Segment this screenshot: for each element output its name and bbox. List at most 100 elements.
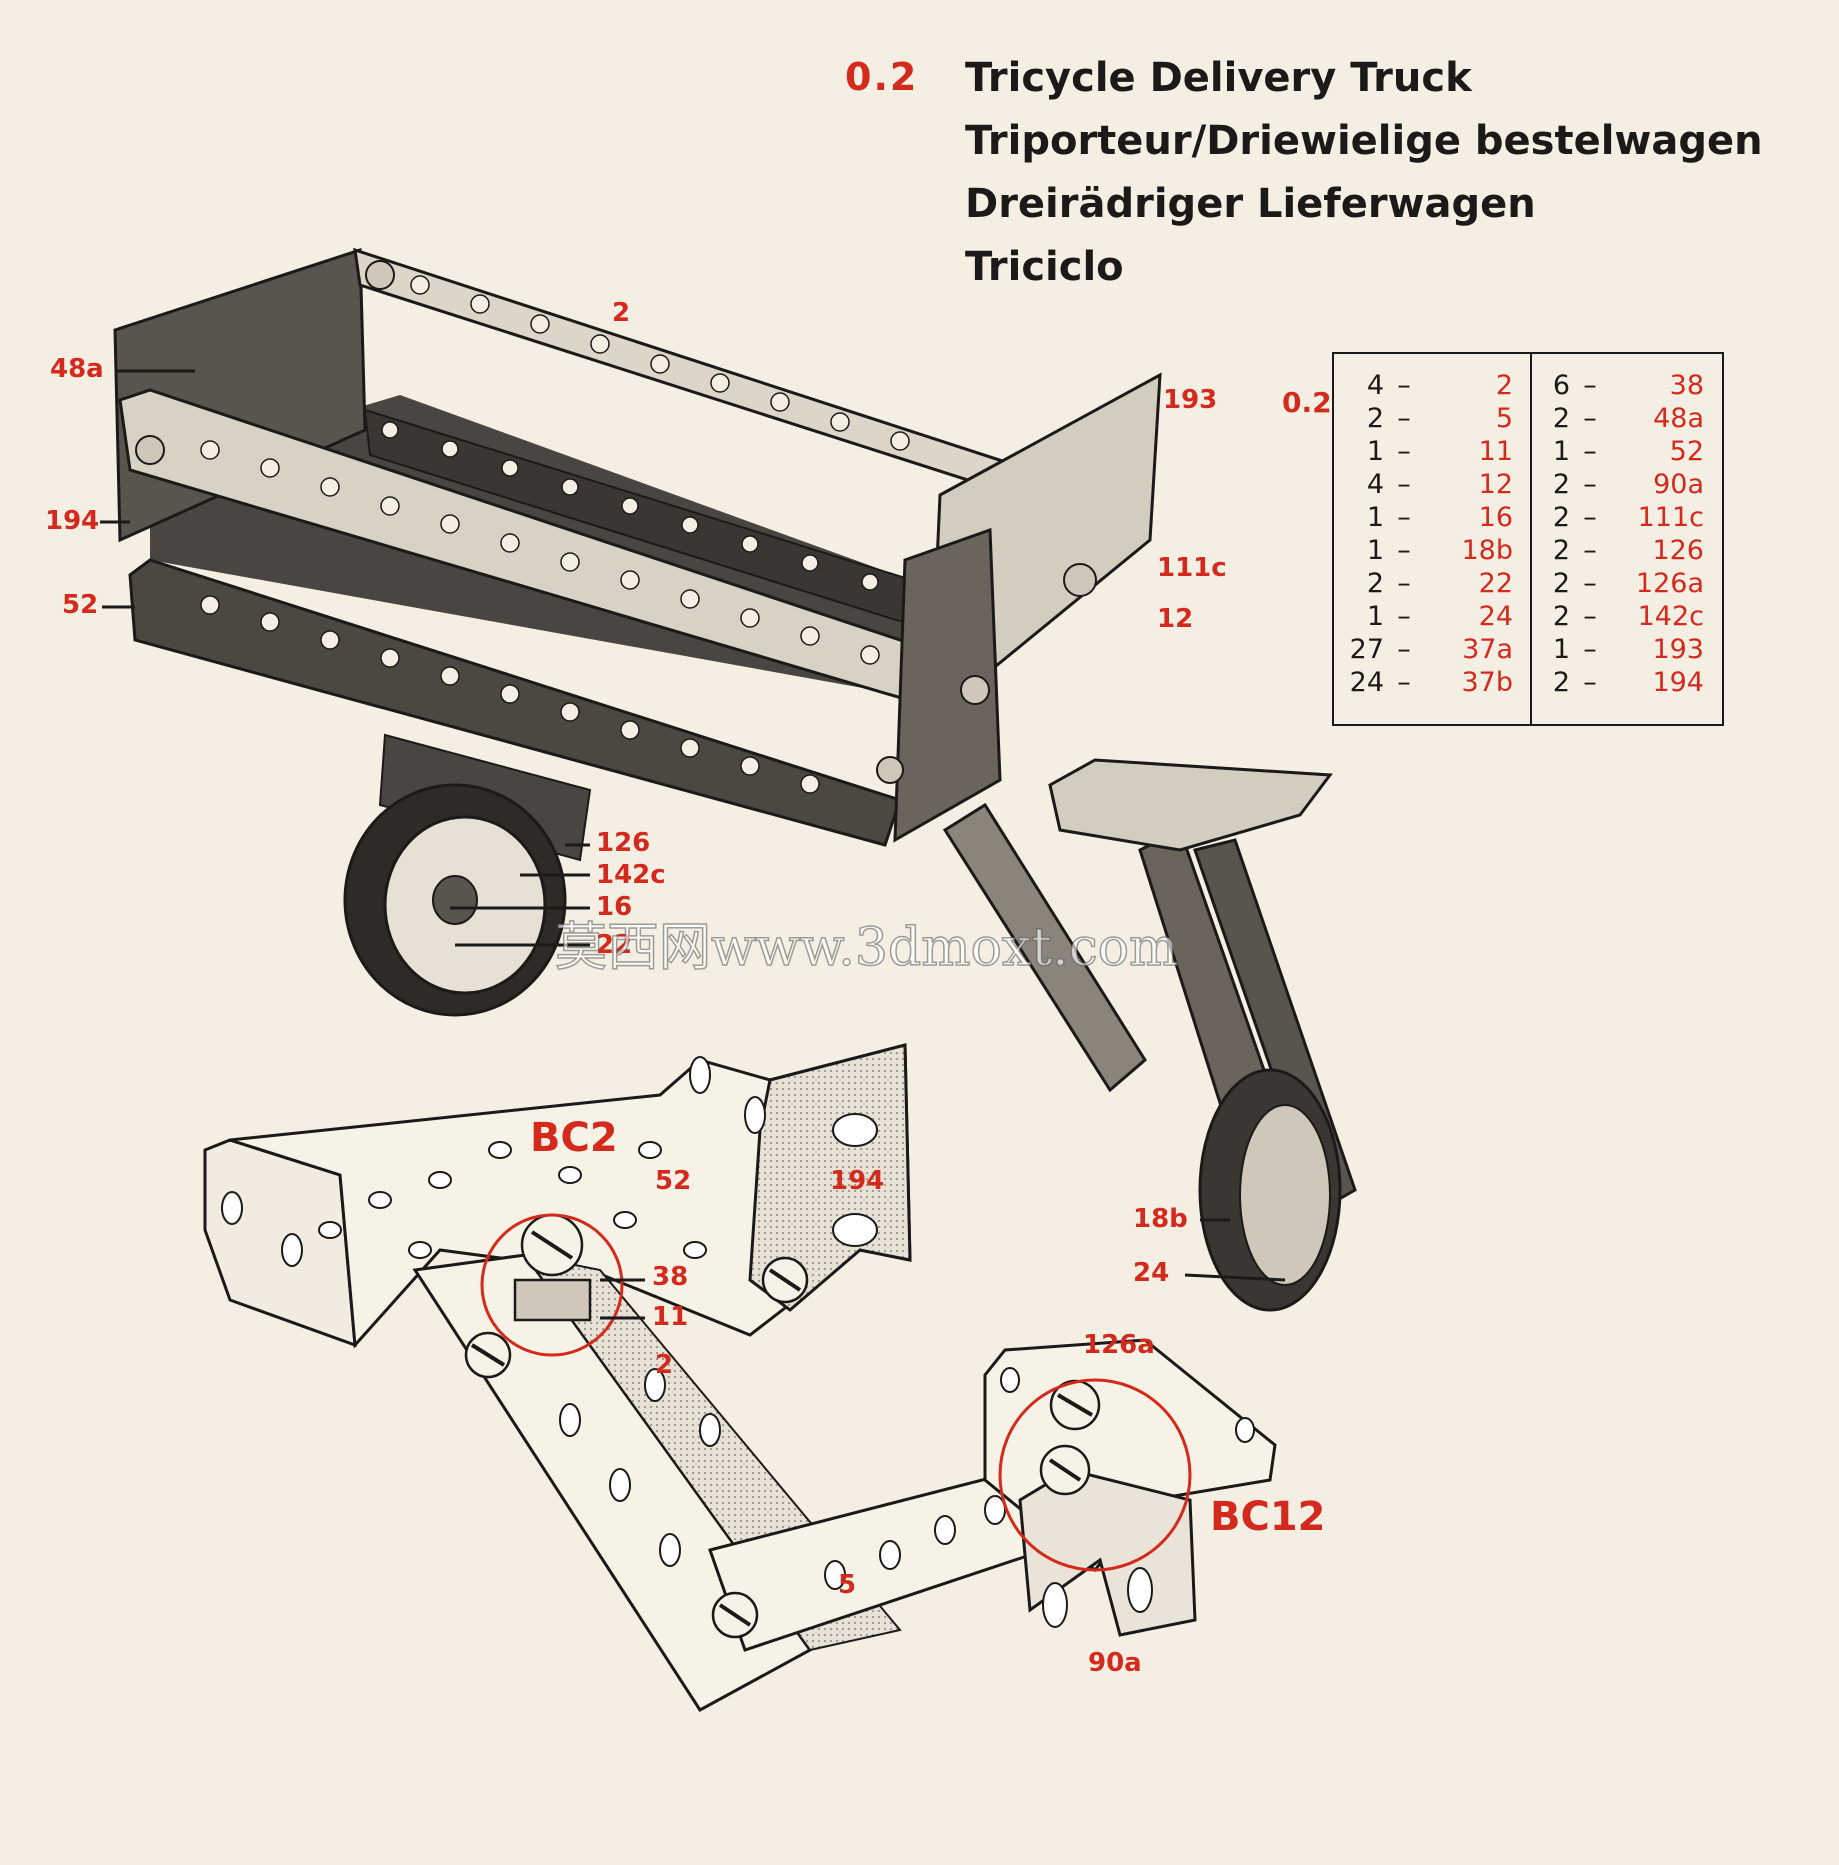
parts-row: 1–193 [1534, 634, 1704, 667]
title-english: Tricycle Delivery Truck [965, 55, 1472, 101]
callout-detail-11: 11 [652, 1302, 689, 1332]
watermark: 莫西网www.3dmoxt.com [554, 917, 1179, 979]
part-qty: 1 [1366, 436, 1384, 467]
parts-row: 1– 11 [1348, 436, 1513, 469]
part-qty: 1 [1552, 436, 1570, 467]
part-dash: – [1583, 667, 1597, 698]
part-number: 38 [1669, 370, 1704, 401]
callout-detail-38: 38 [652, 1262, 689, 1292]
part-dash: – [1583, 535, 1597, 566]
truck-side-strip-lower [128, 558, 902, 847]
parts-row: 2– 126 [1534, 535, 1704, 568]
callout-detail-52: 52 [655, 1166, 692, 1196]
model-number: 0.2 [845, 55, 919, 99]
parts-row: 1–18b [1348, 535, 1513, 568]
part-qty: 24 [1349, 667, 1384, 698]
detail-leader-lines [600, 1278, 645, 1320]
part-dash: – [1583, 502, 1597, 533]
part-number: 18b [1461, 535, 1514, 566]
part-dash: – [1397, 601, 1411, 632]
part-dash: – [1583, 601, 1597, 632]
part-qty: 1 [1366, 502, 1384, 533]
part-dash: – [1397, 634, 1411, 665]
part-number: 126 [1652, 535, 1704, 566]
callout-part-194: 194 [45, 506, 100, 536]
part-qty: 2 [1366, 403, 1384, 434]
part-number: 48a [1653, 403, 1704, 434]
parts-row: 27– 37a [1348, 634, 1513, 667]
part-dash: – [1583, 634, 1597, 665]
front-wheel [1198, 1068, 1342, 1312]
detail-view [203, 1043, 1277, 1712]
rear-wheel [343, 783, 567, 1017]
part-qty: 1 [1366, 601, 1384, 632]
part-qty: 4 [1366, 370, 1384, 401]
part-number: 12 [1478, 469, 1513, 500]
part-number: 52 [1669, 436, 1704, 467]
callout-part-12: 12 [1157, 604, 1194, 634]
callout-detail-2: 2 [655, 1350, 674, 1380]
callout-detail-90a: 90a [1088, 1648, 1142, 1678]
part-dash: – [1583, 436, 1597, 467]
part-dash: – [1397, 370, 1411, 401]
part-number: 193 [1652, 634, 1704, 665]
detail-nut [513, 1278, 592, 1322]
part-dash: – [1397, 667, 1411, 698]
callout-part-193: 193 [1163, 385, 1218, 415]
part-qty: 27 [1349, 634, 1384, 665]
callout-part-22: 22 [596, 930, 633, 960]
detail-holes [221, 1056, 1255, 1628]
part-number: 5 [1495, 403, 1513, 434]
parts-row: 2–111c [1534, 502, 1704, 535]
part-number: 37b [1461, 667, 1514, 698]
parts-row: 2– 5 [1348, 403, 1513, 436]
box-bolts [135, 260, 1097, 784]
parts-row: 2–48a [1534, 403, 1704, 436]
callout-part-18b: 18b [1133, 1204, 1188, 1234]
parts-row: 2–194 [1534, 667, 1704, 700]
parts-row: 2–90a [1534, 469, 1704, 502]
part-number: 22 [1478, 568, 1513, 599]
detail-curved-plate [748, 1043, 912, 1312]
part-number: 11 [1478, 436, 1513, 467]
title-spanish: Triciclo [965, 244, 1124, 290]
part-number: 142c [1637, 601, 1704, 632]
part-dash: – [1583, 469, 1597, 500]
part-dash: – [1397, 436, 1411, 467]
leader-lines [100, 369, 1286, 1282]
part-dash: – [1397, 535, 1411, 566]
bc12-detail-circle [998, 1378, 1192, 1572]
callout-part-52: 52 [62, 590, 99, 620]
title-german: Dreirädriger Lieferwagen [965, 181, 1536, 227]
part-dash: – [1397, 568, 1411, 599]
callout-detail-5: 5 [838, 1570, 857, 1600]
part-number: 37a [1462, 634, 1513, 665]
parts-row: 1– 16 [1348, 502, 1513, 535]
parts-table: 4–2 2–5 1–11 4–12 1–16 1–18b 2–22 1–24 2… [1332, 352, 1724, 726]
parts-row: 4–12 [1348, 469, 1513, 502]
part-dash: – [1583, 568, 1597, 599]
part-qty: 2 [1366, 568, 1384, 599]
parts-row: 4–2 [1348, 370, 1513, 403]
part-dash: – [1397, 403, 1411, 434]
bolt-slots [470, 1230, 1094, 1627]
truck-front-side [893, 527, 1002, 843]
part-dash: – [1397, 502, 1411, 533]
callout-detail-194: 194 [830, 1166, 885, 1196]
callout-part-2: 2 [612, 298, 631, 328]
part-number: 16 [1478, 502, 1513, 533]
part-number: 194 [1652, 667, 1704, 698]
parts-row: 2– 142c [1534, 601, 1704, 634]
part-dash: – [1397, 469, 1411, 500]
callout-part-16: 16 [596, 892, 633, 922]
part-qty: 2 [1552, 535, 1570, 566]
callout-detail-126a: 126a [1083, 1330, 1155, 1360]
part-qty: 2 [1552, 601, 1570, 632]
parts-table-label: 0.2 [1282, 386, 1332, 419]
callout-part-48a: 48a [50, 354, 104, 384]
parts-row: 1– 52 [1534, 436, 1704, 469]
part-dash: – [1583, 403, 1597, 434]
strip-holes [200, 275, 910, 794]
